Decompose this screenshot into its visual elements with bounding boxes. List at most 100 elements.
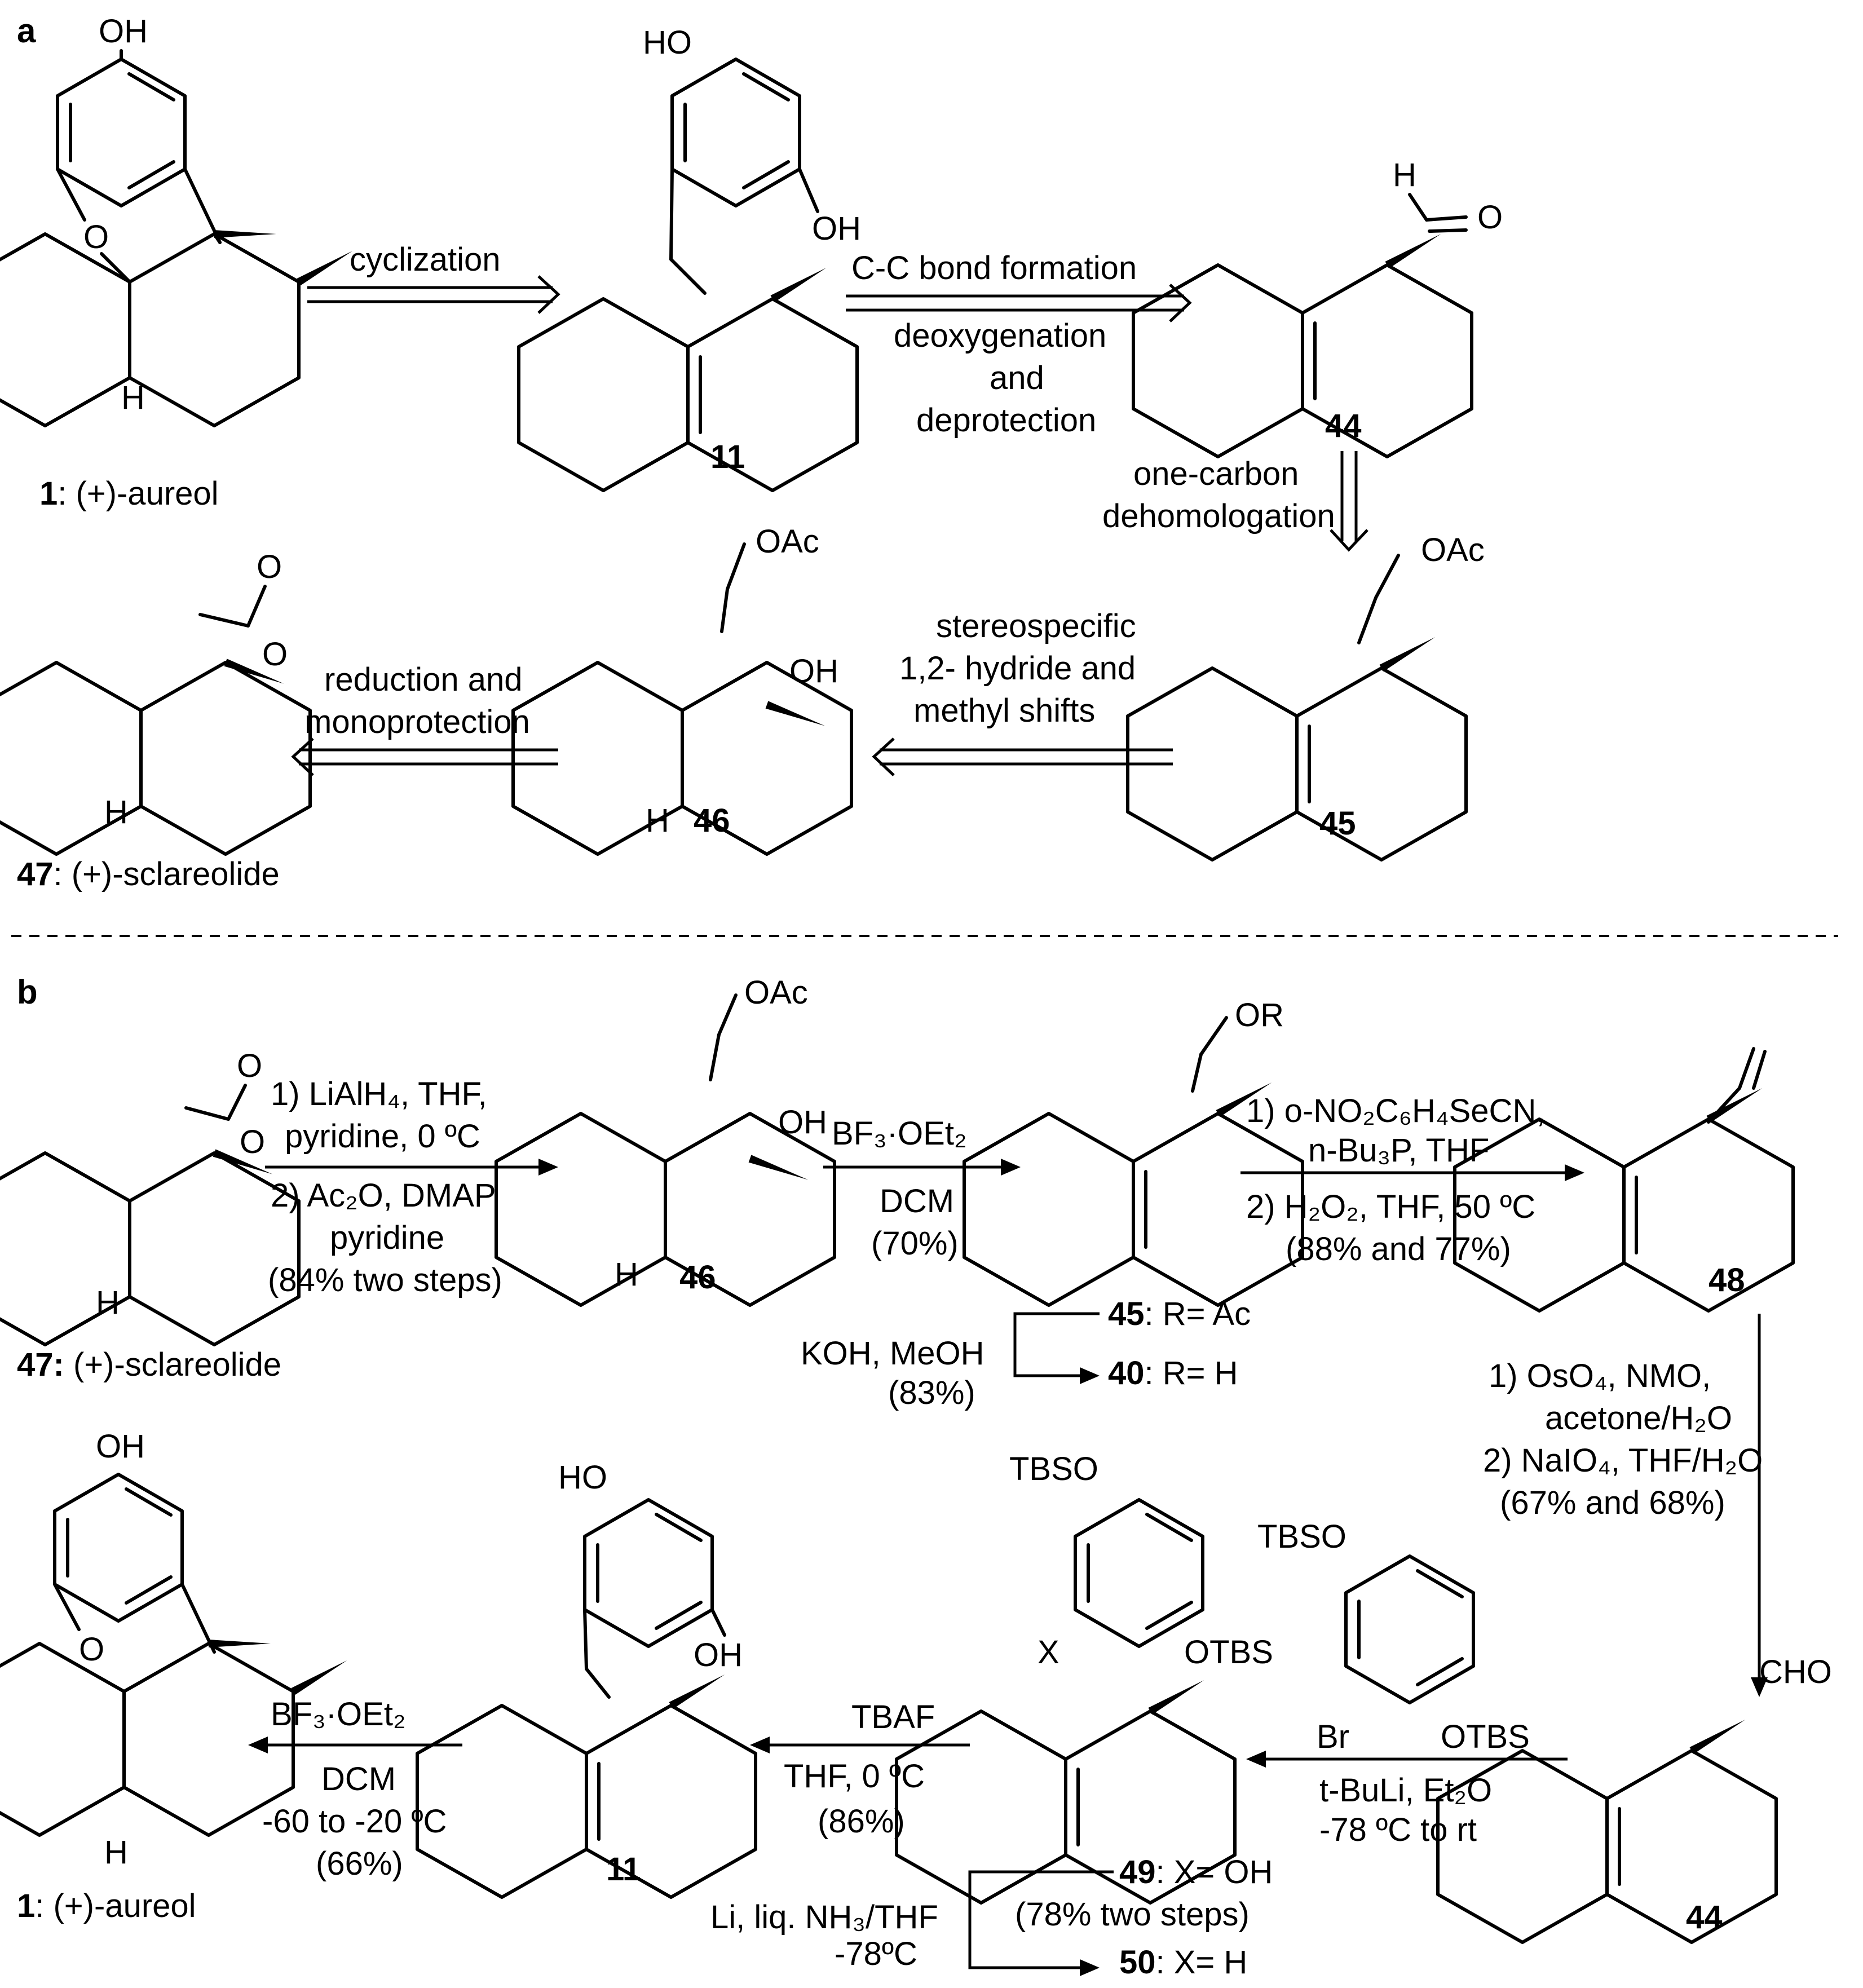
atom-o-ring: O — [262, 636, 288, 673]
solvent-dcm: DCM — [880, 1183, 954, 1220]
arrow-label-stereospecific: stereospecific — [936, 608, 1136, 644]
reagent-oso4: 1) OsO₄, NMO, — [1489, 1358, 1711, 1394]
reagent-lialh4: 1) LiAlH₄, THF, — [271, 1076, 487, 1112]
atom-oh: OH — [789, 653, 838, 690]
reagent-aryl-bromide: TBSO Br OTBS — [1257, 1518, 1530, 1755]
reagent-bf3: BF₃·OEt₂ — [832, 1115, 966, 1152]
yield-67-68: (67% and 68%) — [1500, 1485, 1725, 1521]
reaction-arrow-step1: 1) LiAlH₄, THF, pyridine, 0 ºC 2) Ac₂O, … — [265, 1076, 558, 1298]
atom-x: X — [1038, 1634, 1059, 1671]
reaction-arrow-step5: t-BuLi, Et₂O -78 ºC to rt — [1246, 1751, 1568, 1848]
reagent-ac2o: 2) Ac₂O, DMAP — [271, 1177, 496, 1214]
arrow-label-methyl: methyl shifts — [913, 692, 1095, 729]
conditions-78-rt: -78 ºC to rt — [1319, 1812, 1477, 1848]
atom-oh: OH — [96, 1428, 145, 1465]
solvent-acetone: acetone/H₂O — [1545, 1400, 1732, 1437]
reaction-arrow-step2: BF₃·OEt₂ DCM (70%) — [823, 1115, 1021, 1262]
arrow-label-cyclization: cyclization — [350, 241, 501, 278]
reagent-pyridine: pyridine — [330, 1220, 444, 1256]
atom-oh: OH — [694, 1637, 743, 1673]
label-47-b: 47: (+)-sclareolide — [17, 1346, 281, 1383]
atom-otbs: OTBS — [1184, 1634, 1273, 1671]
label-50: 50: X= H — [1119, 1944, 1247, 1981]
molecule-11-a: HO OH 11 — [519, 24, 861, 491]
label-44-a: 44 — [1325, 408, 1362, 444]
atom-o-carbonyl: O — [237, 1048, 262, 1084]
atom-oac: OAc — [756, 523, 819, 560]
arrow-label-one-carbon: one-carbon — [1133, 456, 1299, 492]
atom-br: Br — [1317, 1718, 1349, 1755]
yield-66: (66%) — [316, 1845, 403, 1882]
molecule-44-a: H O 44 — [1133, 157, 1503, 457]
atom-tbso: TBSO — [1009, 1451, 1098, 1487]
arrow-label-and: and — [990, 360, 1044, 396]
arrow-label-deprotection: deprotection — [916, 402, 1096, 439]
molecule-45-a: OAc 45 — [1128, 532, 1485, 860]
label-44-b: 44 — [1686, 1899, 1723, 1936]
label-46-a: 46 — [694, 802, 730, 839]
label-1-b: 1: (+)-aureol — [17, 1888, 196, 1924]
label-40-b: 40: R= H — [1108, 1355, 1238, 1391]
molecule-44-b: CHO 44 — [1438, 1654, 1832, 1942]
yield-88-77: (88% and 77%) — [1286, 1231, 1511, 1267]
reagent-li-nh3: Li, liq. NH₃/THF — [710, 1899, 938, 1936]
reaction-arrow-step4: 1) OsO₄, NMO, acetone/H₂O 2) NaIO₄, THF/… — [1483, 1314, 1768, 1697]
reagent-bf3-final: BF₃·OEt₂ — [271, 1696, 405, 1733]
atom-h: H — [1393, 157, 1416, 193]
atom-ho: HO — [643, 24, 692, 61]
reaction-arrow-step7: BF₃·OEt₂ DCM -60 to -20 ºC (66%) — [248, 1696, 462, 1882]
atom-h: H — [121, 379, 145, 416]
conditions-60-20: -60 to -20 ºC — [262, 1803, 447, 1840]
conditions-thf-0c: THF, 0 ºC — [784, 1758, 925, 1795]
atom-oac: OAc — [1421, 532, 1485, 568]
label-11-a: 11 — [710, 439, 745, 475]
label-49: 49: X= OH — [1119, 1854, 1273, 1890]
atom-oh: OH — [99, 13, 148, 50]
yield-86: (86%) — [818, 1803, 905, 1840]
reagent-koh: KOH, MeOH — [801, 1335, 985, 1372]
molecule-47-b: O O H 47: (+)-sclareolide — [0, 1048, 299, 1383]
atom-o-carbonyl: O — [257, 549, 282, 585]
reagent-tbuli: t-BuLi, Et₂O — [1319, 1772, 1492, 1809]
atom-cho: CHO — [1759, 1654, 1832, 1690]
retro-arrow-reduction: reduction and monoprotection — [291, 661, 558, 776]
arrow-label-monoprotection: monoprotection — [304, 704, 530, 740]
molecule-45-40-b: OR — [964, 997, 1303, 1305]
atom-h: H — [96, 1284, 120, 1321]
yield-78: (78% two steps) — [1015, 1896, 1250, 1933]
molecule-48: 48 — [1455, 1047, 1793, 1311]
reagent-pyridine-0c: pyridine, 0 ºC — [285, 1118, 480, 1155]
molecule-47-a: O O H 47: (+)-sclareolide — [0, 549, 310, 893]
solvent-dcm-final: DCM — [321, 1761, 396, 1797]
atom-o-ring: O — [240, 1124, 265, 1160]
atom-o: O — [1477, 199, 1503, 236]
retro-arrow-dehomologation: one-carbon dehomologation — [1102, 451, 1368, 552]
reagent-h2o2: 2) H₂O₂, THF, 50 ºC — [1246, 1189, 1535, 1225]
atom-or: OR — [1235, 997, 1284, 1033]
reagent-bu3p: n-Bu₃P, THF — [1308, 1132, 1489, 1169]
panel-label-b: b — [17, 973, 38, 1011]
reaction-arrow-koh: KOH, MeOH (83%) — [801, 1312, 1100, 1411]
arrow-label-hydride: 1,2- hydride and — [899, 650, 1136, 687]
retro-arrow-cc-bond: C-C bond formation deoxygenation and dep… — [846, 250, 1192, 439]
atom-o: O — [83, 219, 109, 255]
molecule-49-50: TBSO OTBS X — [897, 1451, 1273, 1903]
molecule-aureol-a: OH O H 1: (+)-aureol — [0, 13, 355, 512]
atom-h: H — [104, 1834, 128, 1871]
reagent-tbaf: TBAF — [851, 1699, 935, 1735]
atom-h: H — [104, 794, 128, 830]
atom-tbso: TBSO — [1257, 1518, 1347, 1555]
label-11-b: 11 — [606, 1851, 641, 1888]
molecule-11-b: HO OH 11 — [417, 1459, 756, 1897]
label-1-a: 1: (+)-aureol — [39, 475, 219, 512]
molecule-aureol-b: OH O H 1: (+)-aureol — [0, 1428, 349, 1924]
atom-ho: HO — [558, 1459, 607, 1496]
molecule-46-b: OAc OH H 46 — [496, 974, 835, 1305]
yield-84: (84% two steps) — [268, 1262, 502, 1298]
panel-label-a: a — [17, 12, 36, 50]
atom-oh: OH — [812, 210, 861, 247]
label-47-a: 47: (+)-sclareolide — [17, 856, 280, 893]
arrow-label-dehomologation: dehomologation — [1102, 498, 1335, 534]
atom-o: O — [79, 1631, 104, 1668]
